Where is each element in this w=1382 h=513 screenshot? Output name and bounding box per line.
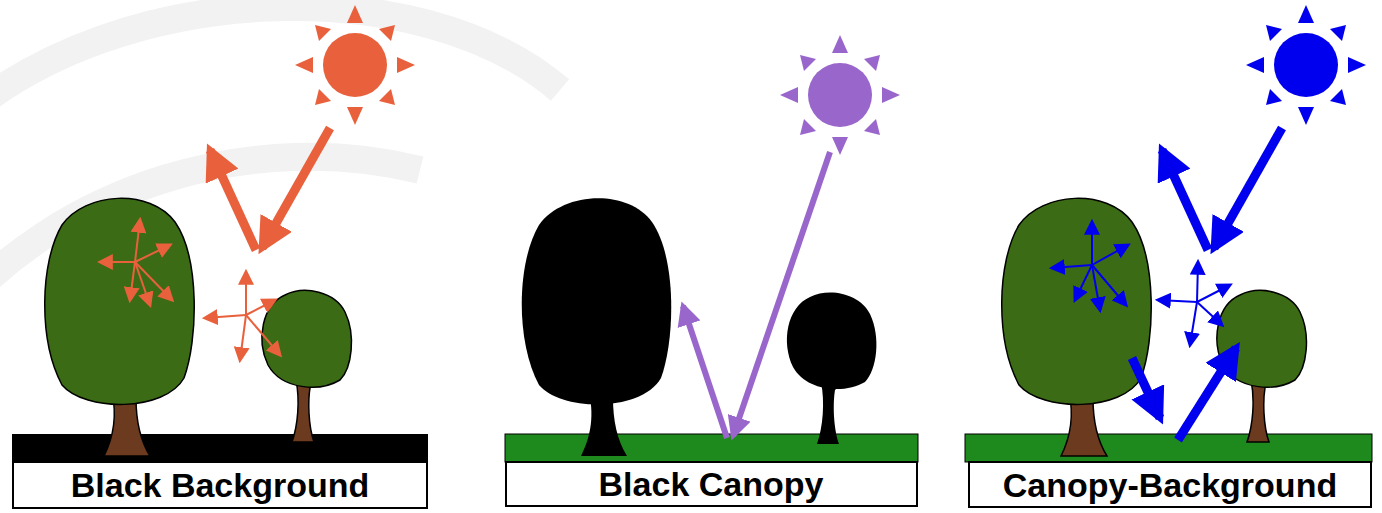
panel-label: Black Background bbox=[71, 468, 370, 502]
label-box: Canopy-Background bbox=[968, 461, 1372, 508]
panel-label: Black Canopy bbox=[599, 467, 824, 501]
panel-label: Canopy-Background bbox=[1003, 468, 1337, 502]
label-box: Black Background bbox=[12, 461, 428, 509]
label-box: Black Canopy bbox=[505, 461, 918, 507]
